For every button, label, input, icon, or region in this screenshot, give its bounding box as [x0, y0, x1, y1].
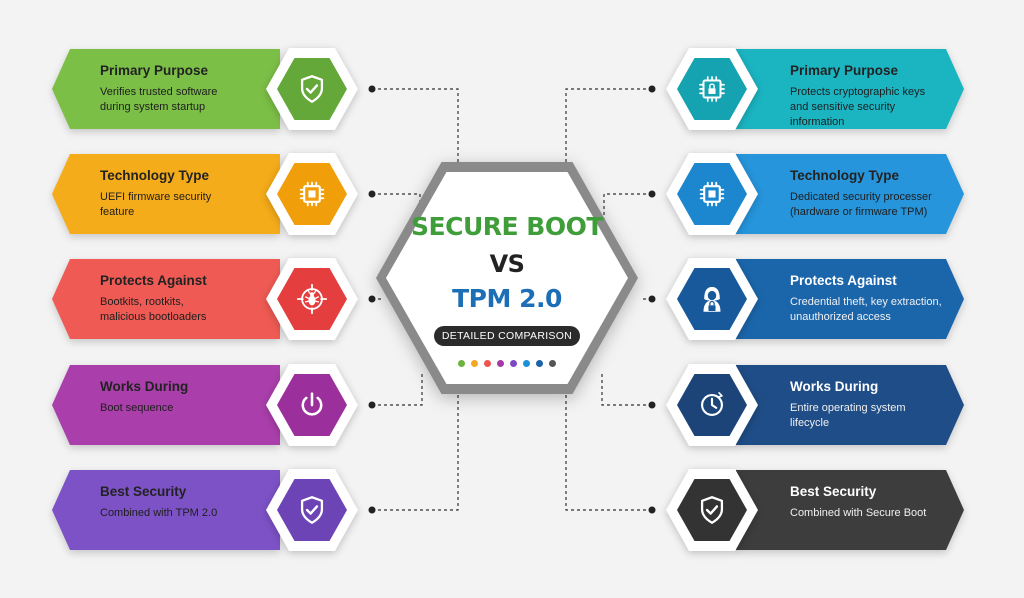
left-card-description: Bootkits, rootkits, malicious bootloader…	[100, 296, 207, 323]
left-card-title: Best Security	[100, 484, 187, 499]
color-dot-5	[510, 360, 517, 367]
shield-check-icon	[266, 469, 358, 551]
left-card-title: Primary Purpose	[100, 63, 209, 78]
right-card-description: Combined with Secure Boot	[790, 507, 927, 519]
left-card-description: UEFI firmware security feature	[100, 191, 212, 218]
chip-icon	[666, 153, 758, 235]
left-card-title: Works During	[100, 379, 189, 394]
right-card-description: Entire operating system lifecycle	[790, 402, 906, 429]
color-dot-8	[549, 360, 556, 367]
shield-check-icon	[266, 48, 358, 130]
chip-icon	[266, 153, 358, 235]
left-card-description: Verifies trusted software during system …	[100, 86, 218, 113]
chip-lock-icon	[666, 48, 758, 130]
right-card-title: Works During	[790, 379, 879, 394]
right-card-title: Best Security	[790, 484, 877, 499]
color-dot-4	[497, 360, 504, 367]
clock-icon	[666, 364, 758, 446]
right-card-title: Primary Purpose	[790, 63, 899, 78]
detailed-comparison-badge: DETAILED COMPARISON	[434, 326, 580, 346]
color-dot-6	[523, 360, 530, 367]
color-dot-1	[458, 360, 465, 367]
color-dot-3	[484, 360, 491, 367]
center-title-tpm: TPM 2.0	[452, 284, 562, 313]
left-card-description: Boot sequence	[100, 402, 174, 414]
right-card-description: Dedicated security processer (hardware o…	[790, 191, 932, 218]
center-title-secure-boot: SECURE BOOT	[411, 212, 603, 241]
color-dots	[376, 360, 638, 367]
right-card-description: Credential theft, key extraction, unauth…	[790, 296, 942, 323]
hacker-lock-icon	[666, 258, 758, 340]
left-card-description: Combined with TPM 2.0	[100, 507, 218, 519]
right-card-title: Technology Type	[790, 168, 900, 183]
bug-target-icon	[266, 258, 358, 340]
center-hexagon: SECURE BOOT VS TPM 2.0 DETAILED COMPARIS…	[376, 162, 638, 394]
left-card-title: Protects Against	[100, 273, 207, 288]
center-title-vs: VS	[489, 250, 525, 278]
right-card-description: Protects cryptographic keys and sensitiv…	[790, 86, 926, 128]
left-card-title: Technology Type	[100, 168, 210, 183]
power-icon	[266, 364, 358, 446]
color-dot-7	[536, 360, 543, 367]
color-dot-2	[471, 360, 478, 367]
shield-check-icon	[666, 469, 758, 551]
right-card-title: Protects Against	[790, 273, 897, 288]
